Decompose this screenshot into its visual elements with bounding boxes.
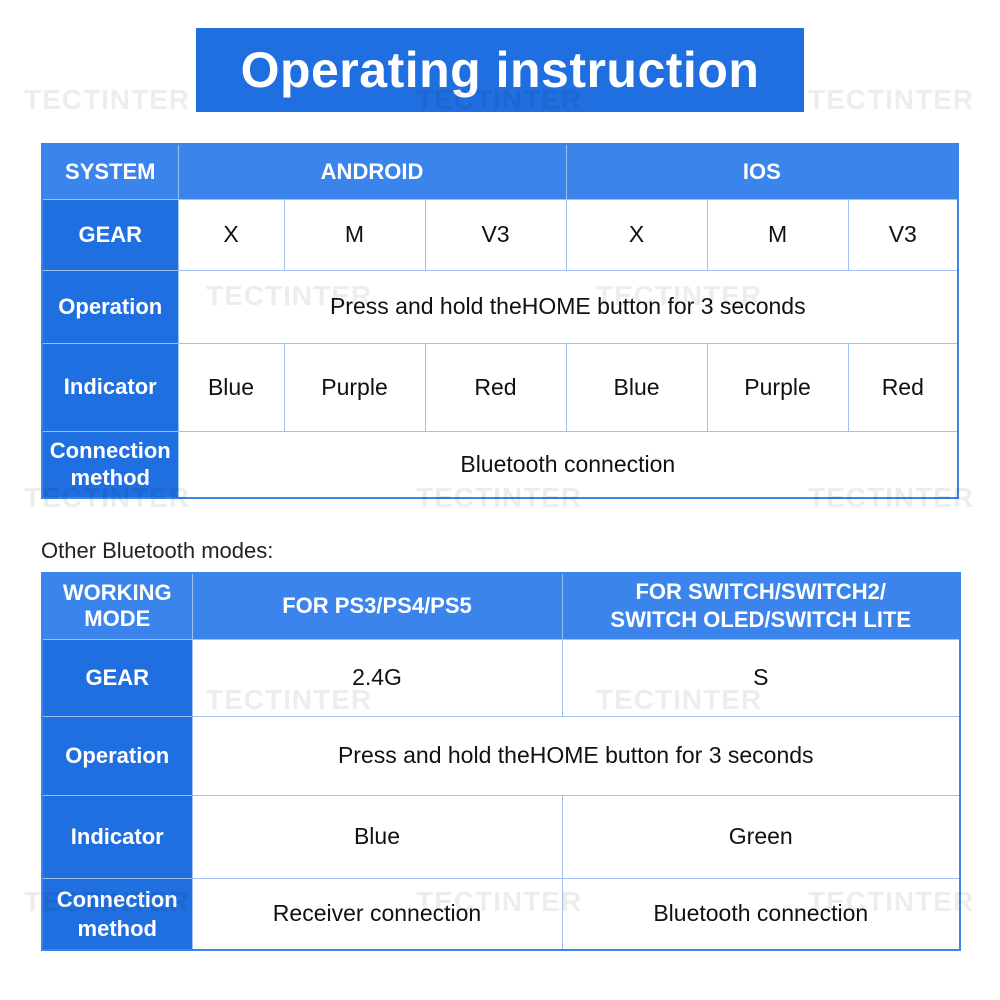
table-row: WORKING MODE FOR PS3/PS4/PS5 FOR SWITCH/…: [41, 572, 961, 640]
indicator-cell: Green: [561, 794, 961, 879]
android-ios-table: SYSTEM ANDROID IOS GEAR X M V3 X M V3 Op…: [41, 143, 960, 499]
ios-header: IOS: [565, 143, 959, 200]
gear-cell: X: [177, 198, 285, 271]
table-row: GEAR X M V3 X M V3: [41, 198, 959, 271]
operation-cell: Press and hold theHOME button for 3 seco…: [177, 269, 959, 344]
connection-label-line2: method: [77, 915, 157, 941]
connection-cell: Bluetooth connection: [177, 430, 959, 499]
gear-cell: X: [565, 198, 708, 271]
connection-label: Connection method: [41, 430, 179, 499]
switch-mode-line2: SWITCH OLED/SWITCH LITE: [610, 607, 912, 633]
gear-cell: M: [706, 198, 849, 271]
indicator-cell: Purple: [283, 342, 426, 432]
watermark: TECTINTER: [24, 84, 191, 115]
table-row: GEAR 2.4G S: [41, 638, 961, 717]
connection-label-line2: method: [70, 465, 150, 491]
other-modes-title: Other Bluetooth modes:: [41, 538, 274, 563]
android-header: ANDROID: [177, 143, 567, 200]
connection-label: Connection method: [41, 877, 193, 951]
indicator-cell: Blue: [565, 342, 708, 432]
gear-label: GEAR: [41, 198, 179, 271]
switch-mode-header: FOR SWITCH/SWITCH2/ SWITCH OLED/SWITCH L…: [561, 572, 961, 640]
title-banner: Operating instruction: [196, 28, 804, 112]
table-row: Connection method Bluetooth connection: [41, 430, 959, 499]
indicator-label: Indicator: [41, 342, 179, 432]
ps-mode-header: FOR PS3/PS4/PS5: [191, 572, 563, 640]
gear-cell: 2.4G: [191, 638, 563, 717]
indicator-label: Indicator: [41, 794, 193, 879]
table-row: Operation Press and hold theHOME button …: [41, 715, 961, 796]
working-mode-line1: WORKING: [62, 580, 172, 606]
gear-cell: V3: [847, 198, 959, 271]
switch-mode-line1: FOR SWITCH/SWITCH2/: [635, 579, 887, 605]
gear-label: GEAR: [41, 638, 193, 717]
table-row: Indicator Blue Green: [41, 794, 961, 879]
table-row: Connection method Receiver connection Bl…: [41, 877, 961, 951]
connection-label-line1: Connection: [49, 438, 171, 464]
gear-cell: S: [561, 638, 961, 717]
connection-label-line1: Connection: [56, 886, 178, 912]
watermark: TECTINTER: [808, 84, 975, 115]
table-row: Operation Press and hold theHOME button …: [41, 269, 959, 344]
indicator-cell: Red: [847, 342, 959, 432]
indicator-cell: Red: [424, 342, 567, 432]
connection-cell: Bluetooth connection: [561, 877, 961, 951]
system-header: SYSTEM: [41, 143, 179, 200]
table-row: Indicator Blue Purple Red Blue Purple Re…: [41, 342, 959, 432]
operation-label: Operation: [41, 715, 193, 796]
indicator-cell: Blue: [191, 794, 563, 879]
operation-cell: Press and hold theHOME button for 3 seco…: [191, 715, 961, 796]
other-modes-table: WORKING MODE FOR PS3/PS4/PS5 FOR SWITCH/…: [41, 572, 961, 951]
indicator-cell: Purple: [706, 342, 849, 432]
indicator-cell: Blue: [177, 342, 285, 432]
table-row: SYSTEM ANDROID IOS: [41, 143, 959, 200]
gear-cell: M: [283, 198, 426, 271]
working-mode-line2: MODE: [84, 606, 151, 632]
page-title: Operating instruction: [240, 42, 760, 98]
operation-label: Operation: [41, 269, 179, 344]
gear-cell: V3: [424, 198, 567, 271]
connection-cell: Receiver connection: [191, 877, 563, 951]
working-mode-header: WORKING MODE: [41, 572, 193, 640]
